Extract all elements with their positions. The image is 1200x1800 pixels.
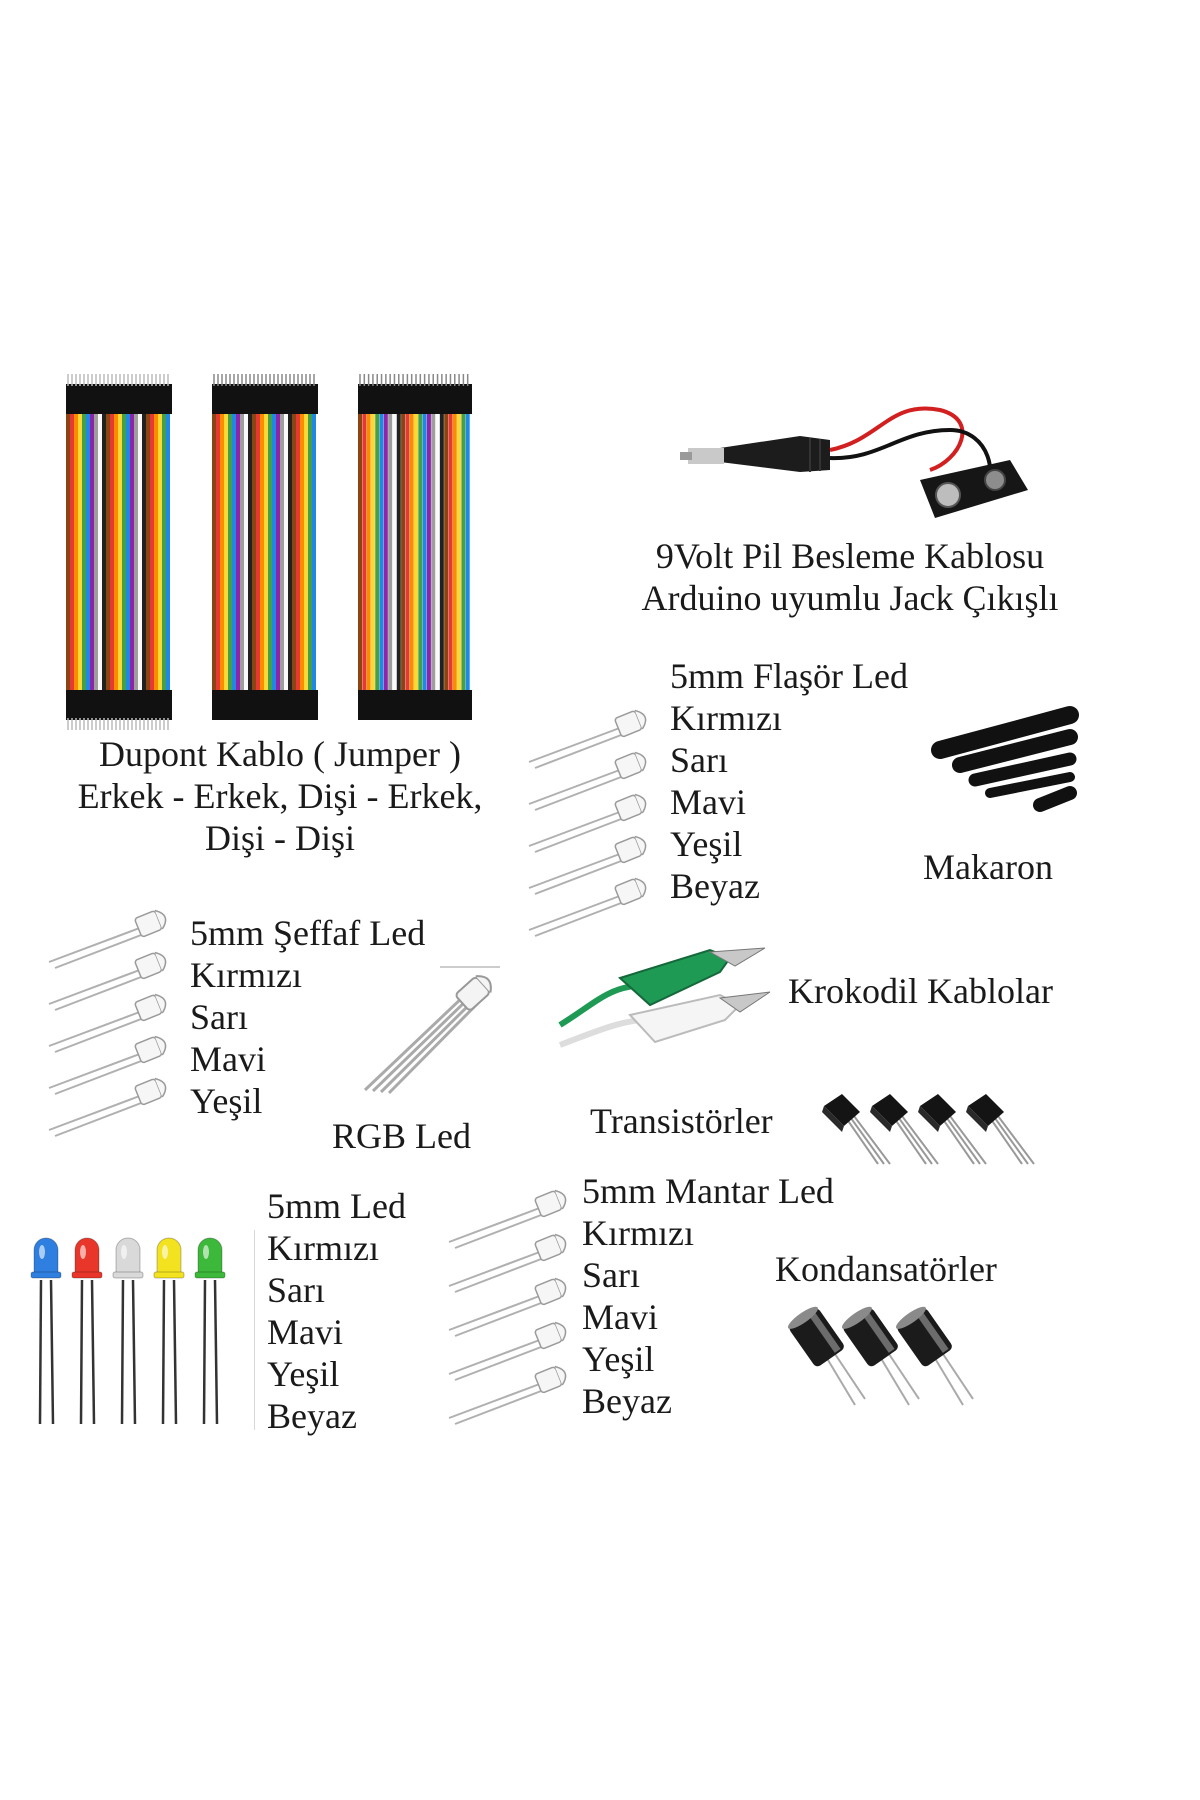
rgb-led-image bbox=[363, 966, 500, 1095]
transistor-image bbox=[822, 1094, 1035, 1165]
clear-led bbox=[528, 877, 647, 937]
clear-led-image bbox=[48, 909, 167, 1137]
dupont-label-line3: Dişi - Dişi bbox=[204, 818, 355, 858]
color-led bbox=[153, 1237, 185, 1425]
led-item: Beyaz bbox=[267, 1396, 357, 1436]
makaron-label: Makaron bbox=[923, 847, 1053, 887]
clear-led bbox=[48, 993, 167, 1053]
clear-led bbox=[528, 709, 647, 769]
color-led bbox=[30, 1237, 62, 1425]
rgb-led-label: RGB Led bbox=[332, 1116, 471, 1156]
flasor-led-item: Beyaz bbox=[670, 866, 760, 906]
straw-hat-led-title: 5mm Mantar Led bbox=[582, 1171, 834, 1211]
dupont-label: Dupont Kablo ( Jumper ) Erkek - Erkek, D… bbox=[40, 733, 520, 859]
clear-led bbox=[528, 751, 647, 811]
led-title: 5mm Led bbox=[267, 1186, 406, 1226]
straw-hat-led-item: Beyaz bbox=[582, 1381, 672, 1421]
color-led-image bbox=[30, 1237, 226, 1425]
straw-hat-led-list: 5mm Mantar Led Kırmızı Sarı Mavi Yeşil B… bbox=[582, 1170, 834, 1422]
straw-hat-led-item: Sarı bbox=[582, 1255, 640, 1295]
battery-label-line2: Arduino uyumlu Jack Çıkışlı bbox=[641, 578, 1059, 618]
clear-led bbox=[448, 1233, 567, 1293]
led-item: Mavi bbox=[267, 1312, 343, 1352]
divider-line bbox=[254, 1230, 255, 1430]
led-list: 5mm Led Kırmızı Sarı Mavi Yeşil Beyaz bbox=[267, 1185, 406, 1437]
flasor-led-item: Sarı bbox=[670, 740, 728, 780]
clear-led bbox=[48, 1035, 167, 1095]
clear-led bbox=[448, 1189, 567, 1249]
flasor-led-item: Kırmızı bbox=[670, 698, 782, 738]
flasor-led-list: 5mm Flaşör Led Kırmızı Sarı Mavi Yeşil B… bbox=[670, 655, 908, 907]
capacitor bbox=[895, 1306, 974, 1406]
heat-shrink-image bbox=[931, 706, 1079, 812]
straw-hat-led-item: Yeşil bbox=[582, 1339, 655, 1379]
clear-led-item: Kırmızı bbox=[190, 955, 302, 995]
capacitor-label: Kondansatörler bbox=[775, 1249, 997, 1289]
transistor-label: Transistörler bbox=[590, 1101, 773, 1141]
capacitor bbox=[787, 1306, 866, 1406]
krokodil-label: Krokodil Kablolar bbox=[788, 971, 1053, 1011]
clear-led-title: 5mm Şeffaf Led bbox=[190, 913, 426, 953]
dupont-label-line1: Dupont Kablo ( Jumper ) bbox=[99, 734, 461, 774]
flasor-led-image bbox=[528, 709, 647, 937]
clear-led-item: Mavi bbox=[190, 1039, 266, 1079]
transistor bbox=[918, 1094, 987, 1165]
straw-hat-led-image bbox=[448, 1189, 567, 1425]
clear-led bbox=[48, 951, 167, 1011]
clear-led-item: Sarı bbox=[190, 997, 248, 1037]
flasor-led-item: Yeşil bbox=[670, 824, 743, 864]
color-led bbox=[71, 1237, 103, 1425]
flasor-led-title: 5mm Flaşör Led bbox=[670, 656, 908, 696]
clear-led bbox=[448, 1321, 567, 1381]
dupont-label-line2: Erkek - Erkek, Dişi - Erkek, bbox=[77, 776, 483, 816]
clear-led bbox=[528, 793, 647, 853]
capacitor bbox=[841, 1306, 920, 1406]
battery-label-line1: 9Volt Pil Besleme Kablosu bbox=[655, 536, 1045, 576]
transistor bbox=[966, 1094, 1035, 1165]
straw-hat-led-item: Kırmızı bbox=[582, 1213, 694, 1253]
color-led bbox=[194, 1237, 226, 1425]
flasor-led-item: Mavi bbox=[670, 782, 746, 822]
transistor bbox=[870, 1094, 939, 1165]
capacitor-image bbox=[787, 1306, 974, 1406]
color-led bbox=[112, 1237, 144, 1425]
led-item: Kırmızı bbox=[267, 1228, 379, 1268]
led-item: Sarı bbox=[267, 1270, 325, 1310]
alligator-clip-image bbox=[558, 947, 771, 1048]
led-item: Yeşil bbox=[267, 1354, 340, 1394]
clear-led-item: Yeşil bbox=[190, 1081, 263, 1121]
clear-led bbox=[448, 1277, 567, 1337]
clear-led bbox=[528, 835, 647, 895]
clear-led bbox=[48, 909, 167, 969]
transistor bbox=[822, 1094, 891, 1165]
clear-led bbox=[48, 1077, 167, 1137]
battery-label: 9Volt Pil Besleme Kablosu Arduino uyumlu… bbox=[610, 535, 1090, 619]
battery-clip-image bbox=[680, 406, 1028, 518]
clear-led-list: 5mm Şeffaf Led Kırmızı Sarı Mavi Yeşil bbox=[190, 912, 425, 1122]
straw-hat-led-item: Mavi bbox=[582, 1297, 658, 1337]
dupont-cable-image bbox=[66, 374, 472, 730]
clear-led bbox=[448, 1365, 567, 1425]
